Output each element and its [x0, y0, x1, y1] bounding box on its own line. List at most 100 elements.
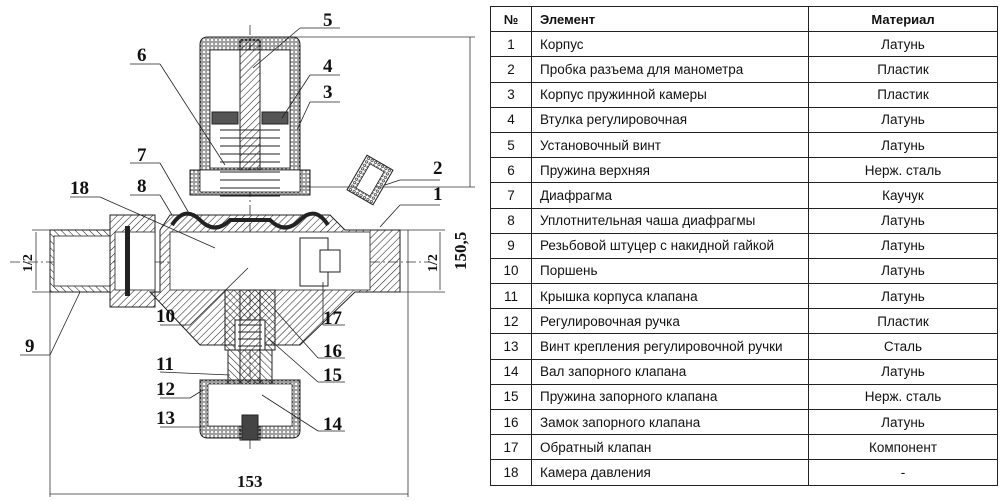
- inlet-thread-dimension: 1/2: [21, 254, 36, 272]
- row-element: Крышка корпуса клапана: [531, 283, 809, 310]
- callout-16: 16: [323, 341, 342, 362]
- header-num: №: [490, 5, 532, 33]
- adjusting-screw: [239, 39, 261, 171]
- callout-9: 9: [25, 336, 35, 357]
- row-material: Латунь: [808, 283, 998, 310]
- callout-11: 11: [156, 354, 174, 375]
- header-material: Материал: [808, 5, 998, 33]
- leader-lines: [20, 27, 440, 432]
- outlet-thread-dimension: 1/2: [426, 254, 441, 272]
- row-material: Латунь: [808, 358, 998, 385]
- callout-12: 12: [156, 379, 175, 400]
- row-material: Каучук: [808, 182, 998, 209]
- row-material: Пластик: [808, 81, 998, 108]
- row-number: 8: [490, 207, 532, 234]
- row-element: Пружина запорного клапана: [531, 383, 809, 411]
- callout-2: 2: [433, 158, 443, 179]
- row-element: Камера давления: [531, 459, 809, 486]
- row-material: Пластик: [808, 56, 998, 83]
- row-material: -: [808, 459, 998, 486]
- height-dimension: 150,5: [451, 232, 470, 270]
- row-element: Корпус пружинной камеры: [531, 81, 809, 108]
- upper-spring: [220, 129, 280, 197]
- row-element: Пробка разъема для манометра: [531, 56, 809, 83]
- row-element: Диафрагма: [531, 182, 809, 209]
- row-number: 16: [490, 408, 532, 436]
- check-valve: [299, 237, 341, 287]
- callout-14: 14: [323, 414, 343, 435]
- row-material: Латунь: [808, 207, 998, 234]
- row-number: 3: [490, 81, 532, 108]
- row-element: Регулировочная ручка: [531, 308, 809, 335]
- row-number: 10: [490, 257, 532, 285]
- row-number: 7: [490, 182, 532, 209]
- row-number: 15: [490, 383, 532, 411]
- callout-6: 6: [137, 45, 147, 66]
- width-dimension: 153: [237, 472, 263, 491]
- row-element: Уплотнительная чаша диафрагмы: [531, 207, 809, 234]
- inlet-fitting: [49, 214, 156, 308]
- row-element: Втулка регулировочная: [531, 106, 809, 133]
- row-material: Нерж. сталь: [808, 157, 998, 184]
- callout-13: 13: [156, 408, 175, 429]
- row-number: 14: [490, 358, 532, 385]
- row-element: Поршень: [531, 257, 809, 285]
- row-number: 13: [490, 333, 532, 360]
- row-number: 5: [490, 131, 532, 159]
- callout-1: 1: [433, 184, 443, 205]
- callout-labels: 1 2 3 4 5 6 7 8 9 10 11 12 13 14 15 16 1…: [25, 10, 443, 435]
- row-element: Обратный клапан: [531, 434, 809, 461]
- callout-4: 4: [323, 56, 333, 77]
- gauge-plug: [346, 154, 394, 206]
- dimension-labels: 153 150,5 1/2 1/2: [21, 232, 470, 491]
- callout-5: 5: [323, 10, 333, 31]
- row-number: 11: [490, 283, 532, 310]
- row-material: Латунь: [808, 408, 998, 436]
- callout-8: 8: [137, 176, 147, 197]
- callout-17: 17: [323, 308, 343, 329]
- row-number: 2: [490, 56, 532, 83]
- row-element: Пружина верхняя: [531, 157, 809, 184]
- row-material: Пластик: [808, 308, 998, 335]
- callout-18: 18: [70, 178, 89, 199]
- row-element: Вал запорного клапана: [531, 358, 809, 385]
- row-element: Резьбовой штуцер с накидной гайкой: [531, 232, 809, 259]
- row-material: Сталь: [808, 333, 998, 360]
- callout-7: 7: [137, 145, 147, 166]
- row-number: 6: [490, 157, 532, 184]
- row-number: 17: [490, 434, 532, 461]
- row-element: Винт крепления регулировочной ручки: [531, 333, 809, 360]
- adjusting-knob: [199, 379, 301, 441]
- row-material: Латунь: [808, 106, 998, 133]
- row-material: Компонент: [808, 434, 998, 461]
- row-number: 1: [490, 31, 532, 58]
- row-element: Установочный винт: [531, 131, 809, 159]
- row-number: 9: [490, 232, 532, 259]
- row-number: 18: [490, 459, 532, 486]
- row-material: Латунь: [808, 232, 998, 259]
- row-material: Латунь: [808, 31, 998, 58]
- row-material: Нерж. сталь: [808, 383, 998, 411]
- header-element: Элемент: [531, 5, 809, 33]
- row-material: Латунь: [808, 131, 998, 159]
- row-material: Латунь: [808, 257, 998, 285]
- row-number: 12: [490, 308, 532, 335]
